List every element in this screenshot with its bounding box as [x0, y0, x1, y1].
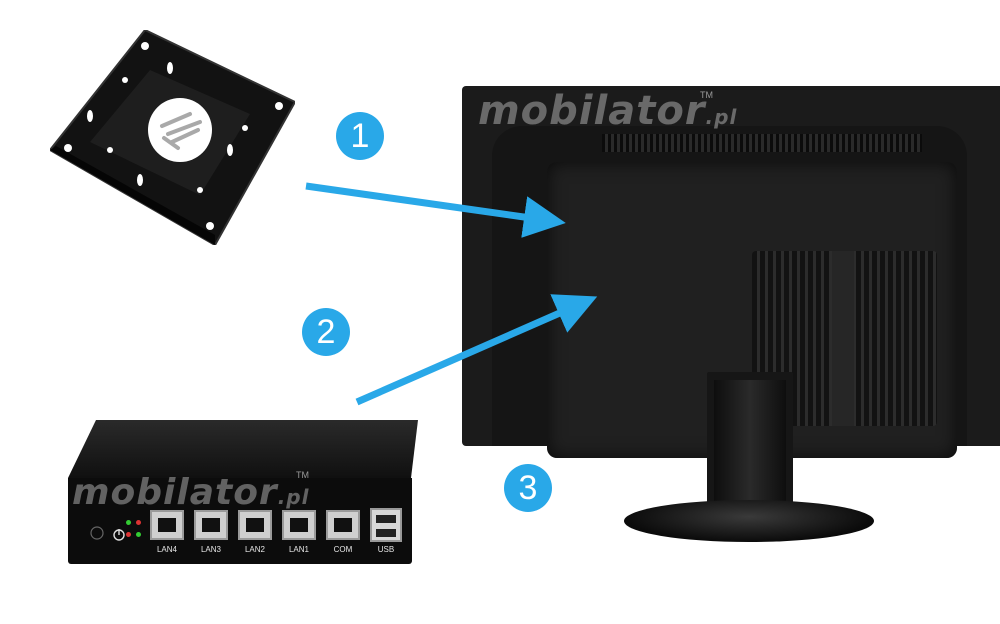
power-icon[interactable] — [90, 526, 104, 540]
com-label: COM — [333, 545, 353, 554]
watermark-trademark: TM — [700, 90, 713, 100]
lan3-label: LAN3 — [200, 545, 221, 554]
lan3-port[interactable] — [194, 510, 228, 540]
step-badge-2: 2 — [302, 308, 350, 356]
watermark-trademark: TM — [296, 470, 309, 480]
watermark-suffix: .pl — [277, 485, 310, 509]
led-icon — [126, 520, 131, 525]
lan1-label: LAN1 — [288, 545, 309, 554]
led-icon — [126, 532, 131, 537]
watermark-brand: mobilator — [478, 88, 706, 134]
led-icon — [136, 532, 141, 537]
monitor-stand-base — [624, 500, 874, 542]
usb-label: USB — [377, 545, 395, 554]
step-badge-1: 1 — [336, 112, 384, 160]
lan4-label: LAN4 — [156, 545, 177, 554]
mini-pc-device: mobilator.pl TM LAN4 LAN3 LAN2 LAN1 COM … — [68, 420, 418, 568]
watermark-mini-pc: mobilator.pl — [72, 472, 309, 513]
mini-pc-top — [68, 420, 418, 478]
led-icon — [136, 520, 141, 525]
watermark-brand: mobilator — [72, 472, 278, 513]
lan2-port[interactable] — [238, 510, 272, 540]
lan2-label: LAN2 — [244, 545, 265, 554]
watermark-monitor: mobilator.pl — [478, 88, 737, 134]
usb-port[interactable] — [370, 508, 402, 542]
lan4-port[interactable] — [150, 510, 184, 540]
monitor-vent — [602, 134, 922, 152]
step-badge-3: 3 — [504, 464, 552, 512]
vesa-mount-plate — [50, 30, 295, 245]
monitor-stand-highlight — [714, 380, 786, 510]
power-button-icon[interactable] — [112, 528, 126, 542]
watermark-suffix: .pl — [705, 105, 738, 129]
lan1-port[interactable] — [282, 510, 316, 540]
com-port[interactable] — [326, 510, 360, 540]
